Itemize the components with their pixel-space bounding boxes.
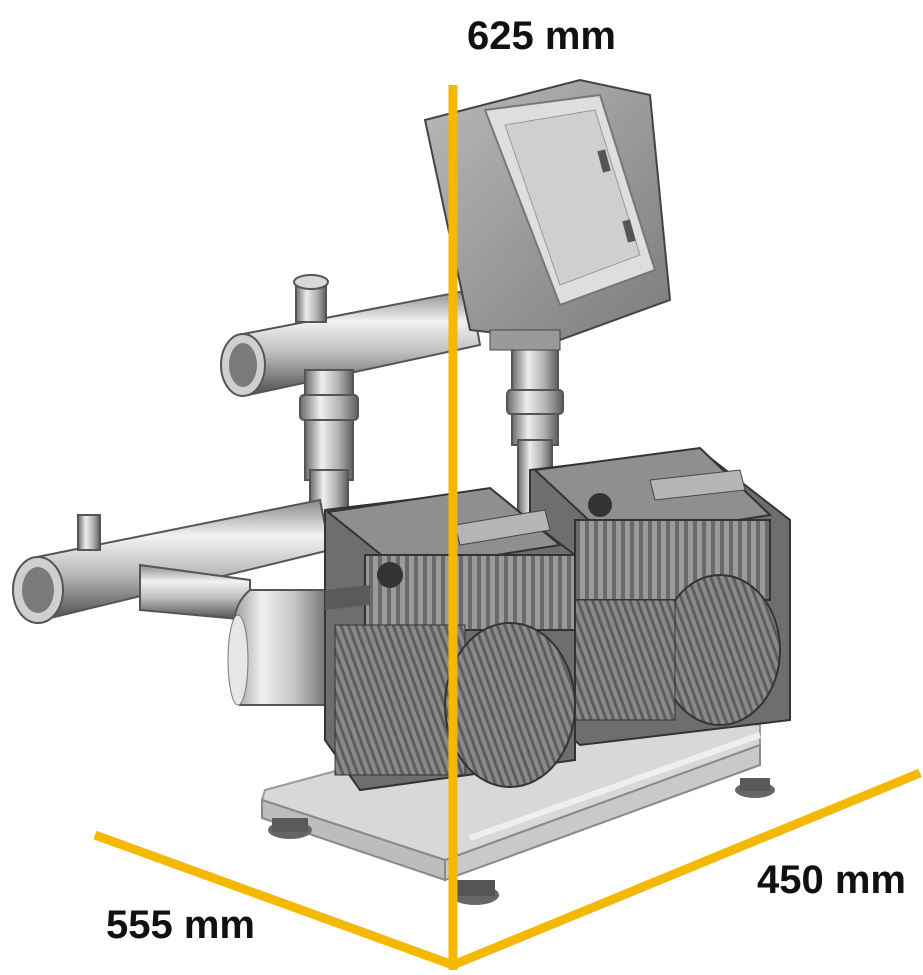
rubber-feet <box>268 778 775 905</box>
depth-dimension-label: 450 mm <box>757 858 906 902</box>
manifold-pipe-icon <box>220 274 482 397</box>
depth-dimension-line <box>451 768 922 970</box>
width-dimension-line <box>93 830 455 970</box>
height-dimension-label: 625 mm <box>467 14 616 58</box>
suction-manifold <box>12 498 332 624</box>
pump-housing-left <box>227 589 331 706</box>
motor-icon <box>529 446 791 747</box>
control-box-icon <box>423 78 672 351</box>
width-dimension-label: 555 mm <box>106 903 255 947</box>
dimension-lines <box>93 85 922 970</box>
